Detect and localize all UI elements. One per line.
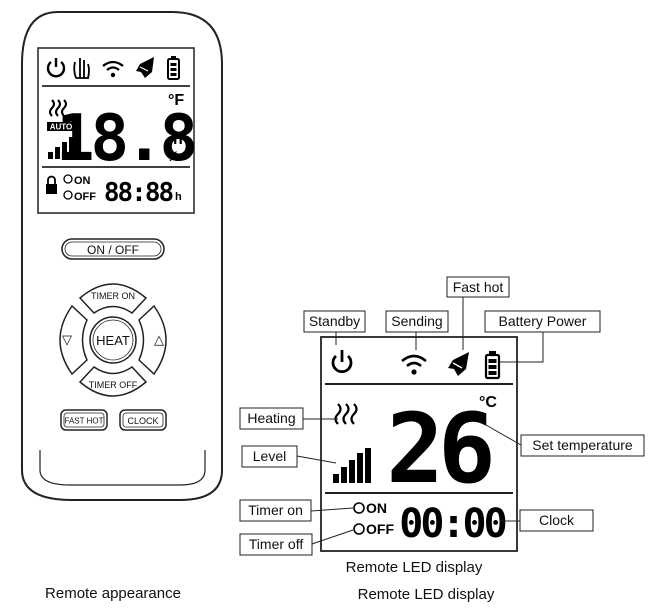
svg-text:Timer off: Timer off (249, 536, 304, 552)
callout-set-temperature: Set temperature (520, 434, 645, 457)
timer-on-button[interactable] (78, 283, 148, 314)
remote-timer-on: ON (74, 175, 91, 187)
timer-off-button[interactable] (78, 366, 148, 397)
fast-hot-label: FAST HOT (65, 417, 104, 426)
svg-text:Level: Level (253, 448, 286, 464)
remote-clock: 88:88 (104, 178, 174, 208)
callout-timer-off: Timer off (239, 533, 313, 556)
led-timer-off: OFF (366, 521, 394, 537)
heat-button[interactable] (89, 316, 137, 364)
callout-level: Level (241, 445, 298, 468)
remote-unit-h: h (173, 131, 183, 148)
remote-temperature: 18.8 (56, 102, 195, 176)
callout-fast-hot: Fast hot (446, 276, 510, 298)
auto-badge: AUTO (50, 123, 73, 132)
callout-sending: Sending (385, 310, 449, 333)
svg-text:Set temperature: Set temperature (532, 437, 633, 453)
left-arrow-icon: ▽ (62, 332, 72, 347)
on-off-label: ON / OFF (87, 243, 139, 257)
svg-text:Heating: Heating (247, 410, 295, 426)
led-timer-on: ON (366, 500, 387, 516)
remote-caption: Remote appearance (45, 585, 181, 602)
led-display: 26 °C ON OFF 00:00 (320, 336, 518, 552)
callout-timer-on: Timer on (239, 499, 312, 522)
svg-text:Battery Power: Battery Power (499, 313, 587, 329)
timer-on-clock-icon (63, 174, 73, 184)
svg-text:Clock: Clock (539, 512, 575, 528)
clock-button[interactable]: CLOCK (119, 409, 167, 431)
led-rocket-icon (448, 352, 469, 376)
remote-lcd: AUTO 18.8 °F h % ON OFF 88:88 h (37, 47, 199, 214)
led-clock: 00:00 (399, 501, 505, 547)
battery-icon (167, 56, 180, 80)
callout-standby: Standby (303, 310, 366, 333)
led-caption-top: Remote LED display (346, 559, 483, 576)
callout-battery-power: Battery Power (484, 310, 601, 333)
callout-clock: Clock (519, 509, 594, 532)
level-bars-icon (48, 137, 74, 159)
timer-on-label: TIMER ON (91, 291, 135, 301)
remote-clock-unit: h (175, 191, 182, 203)
clock-label: CLOCK (127, 416, 158, 426)
led-temperature: 26 (386, 393, 491, 505)
hand-icon (73, 58, 90, 79)
svg-text:Standby: Standby (309, 313, 360, 329)
remote-unit-pct: % (167, 148, 180, 164)
standby-icon (46, 58, 66, 78)
on-off-button[interactable]: ON / OFF (61, 238, 165, 260)
fast-hot-button[interactable]: FAST HOT (60, 409, 108, 431)
svg-text:Sending: Sending (391, 313, 442, 329)
lock-icon (46, 175, 57, 194)
right-arrow-button[interactable] (138, 304, 167, 376)
left-arrow-button[interactable] (59, 304, 88, 376)
callout-heating: Heating (239, 407, 304, 430)
callout-lines (296, 297, 544, 545)
dpad (59, 283, 167, 397)
led-level-bars-icon (333, 448, 371, 483)
led-wifi-icon (401, 354, 427, 375)
rocket-icon (136, 57, 154, 78)
svg-text:Fast hot: Fast hot (453, 279, 504, 295)
timer-off-clock-icon (63, 190, 73, 200)
remote-timer-off: OFF (74, 191, 96, 203)
led-heating-icon (334, 403, 358, 425)
remote-unit-f: °F (168, 92, 184, 109)
heat-label: HEAT (96, 333, 130, 348)
timer-off-label: TIMER OFF (89, 380, 138, 390)
led-standby-icon (331, 350, 353, 374)
led-timer-off-clock-icon (353, 523, 365, 535)
svg-text:Timer on: Timer on (248, 502, 303, 518)
led-caption-bottom: Remote LED display (358, 586, 495, 603)
led-unit-c: °C (479, 394, 497, 411)
auto-badge-bg (47, 122, 75, 131)
heating-icon (49, 99, 67, 117)
led-timer-on-clock-icon (353, 502, 365, 514)
led-battery-icon (484, 351, 501, 380)
right-arrow-icon: △ (154, 332, 164, 347)
wifi-icon (102, 60, 124, 78)
